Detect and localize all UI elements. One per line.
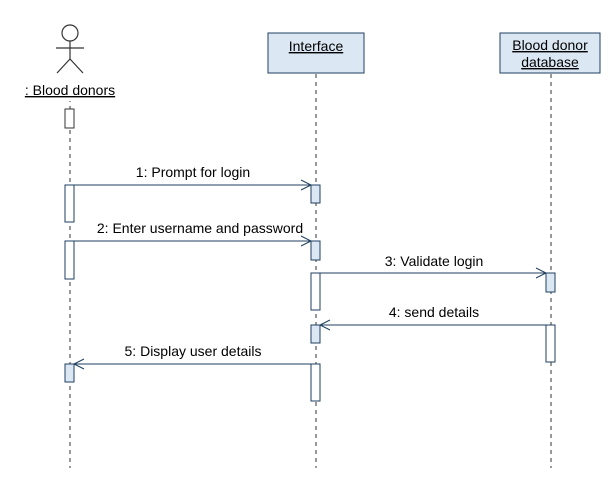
message-arrow <box>72 358 311 370</box>
message-label-1: 1: Prompt for login <box>136 164 250 180</box>
message-label-2: 2: Enter username and password <box>97 220 303 236</box>
database-object-box <box>499 32 601 74</box>
activation-bar <box>545 324 556 363</box>
activation-bar <box>64 184 75 223</box>
message-arrow <box>320 267 548 279</box>
activation-bar <box>64 108 75 129</box>
activation-bar <box>64 363 75 383</box>
activation-bar <box>310 240 321 261</box>
message-label-3: 3: Validate login <box>385 253 484 269</box>
activation-bar <box>310 324 321 344</box>
activation-bar <box>64 240 75 280</box>
message-label-5: 5: Display user details <box>125 343 262 359</box>
activation-bar <box>545 272 556 293</box>
activation-bar <box>310 184 321 204</box>
actor-name: : Blood donors <box>25 82 115 98</box>
message-arrow <box>318 319 546 331</box>
message-arrow <box>74 179 313 191</box>
message-label-4: 4: send details <box>389 304 479 320</box>
actor-label-bg <box>16 79 124 101</box>
activation-bar <box>310 363 321 402</box>
message-arrow <box>74 235 313 247</box>
actor-icon <box>56 24 84 74</box>
activation-bar <box>310 272 321 311</box>
interface-object-box <box>267 32 365 74</box>
interface-object-label: Interface <box>289 38 344 54</box>
database-object-label-line2: database <box>521 54 579 70</box>
database-object-label-line1: Blood donor <box>512 37 588 53</box>
